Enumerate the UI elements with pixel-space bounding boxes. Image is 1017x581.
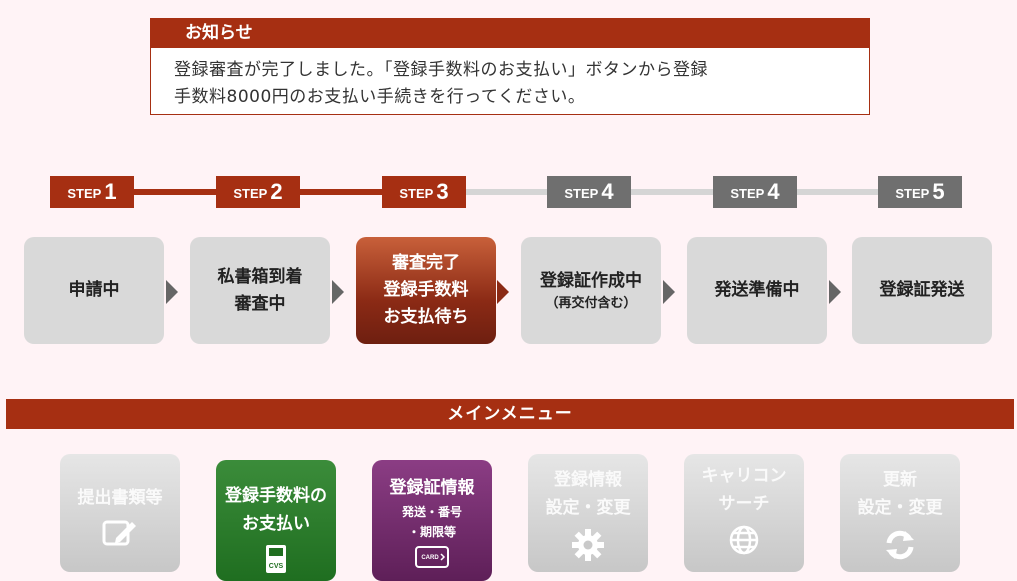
refresh-icon xyxy=(886,530,914,560)
menu-label: 登録情報 xyxy=(554,470,622,490)
menu-label: キャリコン xyxy=(701,466,787,486)
menu-label: 設定・変更 xyxy=(857,498,943,518)
menu-label: 提出書類等 xyxy=(77,488,163,508)
step-title: 申請中 xyxy=(68,280,120,300)
step-title: 審査完了 xyxy=(392,253,460,273)
step-arrow xyxy=(332,280,344,304)
step-box-shipping-prep: 発送準備中 xyxy=(687,237,827,344)
menu-label: サーチ xyxy=(718,494,770,514)
step-arrow xyxy=(829,280,841,304)
step-arrow xyxy=(166,280,178,304)
notice-panel: お知らせ 登録審査が完了しました。「登録手数料のお支払い」ボタンから登録 手数料… xyxy=(150,18,870,115)
notice-title: お知らせ xyxy=(151,19,869,48)
edit-icon xyxy=(102,520,136,546)
step-box-shipped: 登録証発送 xyxy=(852,237,992,344)
menu-label: 設定・変更 xyxy=(545,498,631,518)
career-consultant-search-button[interactable]: キャリコン サーチ xyxy=(684,454,804,572)
documents-button[interactable]: 提出書類等 xyxy=(60,454,180,572)
globe-icon xyxy=(729,525,759,555)
pay-fee-button[interactable]: 登録手数料の お支払い CVS xyxy=(216,460,336,581)
notice-message: 登録審査が完了しました。「登録手数料のお支払い」ボタンから登録 手数料8000円… xyxy=(151,48,869,111)
progress-line-todo xyxy=(432,189,932,195)
menu-label: 登録手数料の xyxy=(225,486,327,506)
renewal-settings-button[interactable]: 更新 設定・変更 xyxy=(840,454,960,572)
step-title: 登録証作成中 xyxy=(540,271,642,291)
gear-icon xyxy=(572,529,604,561)
menu-label: 更新 xyxy=(883,470,917,490)
menu-sublabel: 発送・番号 xyxy=(401,505,462,519)
step-box-payment-pending: 審査完了 登録手数料 お支払待ち xyxy=(356,237,496,344)
notice-line-1: 登録審査が完了しました。「登録手数料のお支払い」ボタンから登録 xyxy=(174,60,708,80)
step-subtitle: （再交付含む） xyxy=(545,296,637,311)
step-title: 登録手数料 xyxy=(383,280,469,300)
menu-label: 登録証情報 xyxy=(389,478,475,498)
card-icon: CARD xyxy=(415,546,449,568)
step-title: お支払待ち xyxy=(383,307,469,327)
certificate-info-button[interactable]: 登録証情報 発送・番号 ・期限等 CARD xyxy=(372,460,492,581)
step-title: 発送準備中 xyxy=(714,280,800,300)
svg-text:CARD: CARD xyxy=(421,555,439,561)
svg-text:CVS: CVS xyxy=(269,563,284,570)
step-title: 登録証発送 xyxy=(879,280,965,300)
convenience-store-icon: CVS xyxy=(266,545,286,573)
step-box-review: 私書箱到着 審査中 xyxy=(190,237,330,344)
registration-settings-button[interactable]: 登録情報 設定・変更 xyxy=(528,454,648,572)
notice-line-2: 手数料8000円のお支払い手続きを行ってください。 xyxy=(174,87,586,107)
menu-label: お支払い xyxy=(242,514,310,534)
step-box-creating: 登録証作成中 （再交付含む） xyxy=(521,237,661,344)
main-menu-title: メインメニュー xyxy=(6,399,1014,429)
step-arrow xyxy=(663,280,675,304)
menu-sublabel: ・期限等 xyxy=(407,525,456,539)
step-box-applying: 申請中 xyxy=(24,237,164,344)
step-title: 私書箱到着 xyxy=(217,266,303,287)
step-arrow xyxy=(497,280,509,304)
step-title: 審査中 xyxy=(234,293,286,314)
